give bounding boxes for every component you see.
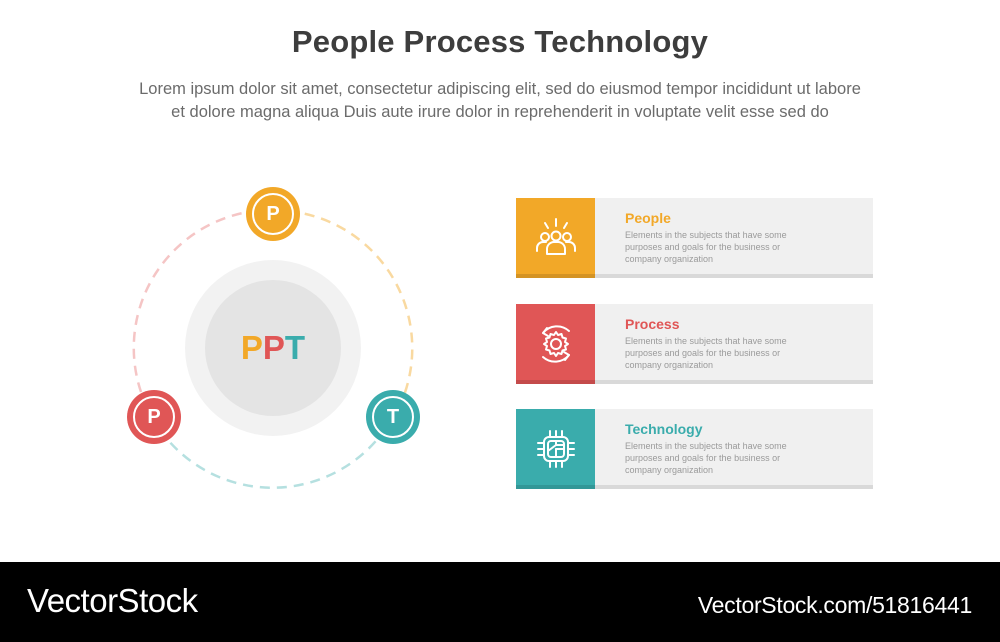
card-technology[interactable]: Technology Elements in the subjects that… [516,409,873,489]
card-process[interactable]: Process Elements in the subjects that ha… [516,304,873,384]
footer-brand: VectorStock [27,582,198,619]
card-bottom-bar [516,485,873,489]
subtitle-line-1: Lorem ipsum dolor sit amet, consectetur … [139,80,861,98]
iconbox-shade [516,380,595,384]
center-letter-t: T [284,329,306,366]
card-technology-title: Technology [625,421,703,437]
gear-cycle-icon [541,325,570,363]
iconbox-shade [516,274,595,278]
card-technology-description: Elements in the subjects that have some … [625,441,787,475]
dashed-orbit-ring [132,209,414,489]
page-subtitle: Lorem ipsum dolor sit amet, consectetur … [0,78,1000,124]
card-process-iconbox [516,304,595,384]
node-process[interactable]: P [127,390,181,444]
watermark-footer: VectorStock VectorStock.com/51816441 [0,562,1000,642]
node-technology[interactable]: T [366,390,420,444]
subtitle-line-2: et dolore magna aliqua Duis aute irure d… [171,103,829,121]
center-letter-p1: P [240,329,263,366]
card-technology-iconbox [516,409,595,489]
card-process-description: Elements in the subjects that have some … [625,336,787,370]
card-people[interactable]: People Elements in the subjects that hav… [516,198,873,278]
people-group-icon [535,218,576,255]
card-people-iconbox [516,198,595,278]
card-process-title: Process [625,316,680,332]
card-people-description: Elements in the subjects that have some … [625,230,787,264]
node-technology-label: T [372,396,414,438]
card-bottom-bar [516,274,873,278]
card-bottom-bar [516,380,873,384]
card-people-title: People [625,210,671,226]
center-letter-p2: P [262,329,285,366]
node-people[interactable]: P [246,187,300,241]
footer-url: VectorStock.com/51816441 [697,592,972,618]
page-title: People Process Technology [291,24,709,59]
node-people-label: P [252,193,294,235]
iconbox-shade [516,485,595,489]
node-process-label: P [133,396,175,438]
chip-icon [536,430,575,468]
